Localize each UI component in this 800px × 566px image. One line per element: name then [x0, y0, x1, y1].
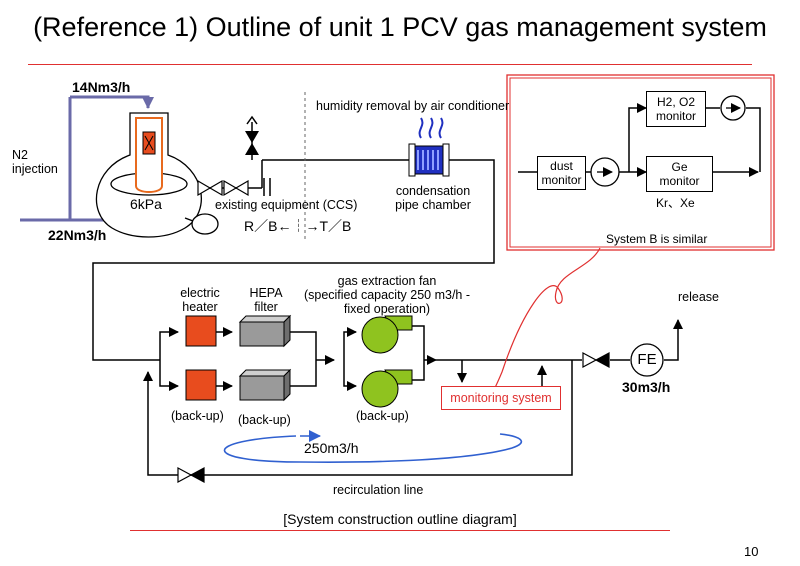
existing-equipment-label: existing equipment (CCS): [215, 198, 358, 212]
title-underline: [28, 64, 752, 65]
condensation-chamber: [408, 143, 450, 177]
recirculation-label: recirculation line: [333, 483, 424, 497]
callout-connector: [490, 247, 601, 397]
reactor-vessel: [95, 112, 219, 238]
monitoring-system-box: monitoring system: [441, 386, 561, 410]
diagram-caption: [System construction outline diagram]: [283, 511, 517, 527]
rb-tb-label: R／B←┆→T／B: [244, 218, 352, 234]
humidity-label: humidity removal by air conditioner: [316, 99, 510, 113]
kr-xe-label: Kr、Xe: [656, 196, 695, 210]
humidity-waves: [418, 117, 444, 139]
page-number: 10: [744, 544, 759, 559]
dust-monitor-box: dust monitor: [537, 156, 586, 190]
hepa-label: HEPA filter: [249, 286, 283, 314]
inset-frame-outer: [506, 74, 775, 251]
double-tick: [263, 178, 271, 196]
flow-30-label: 30m3/h: [622, 379, 671, 395]
gas-fan-label: gas extraction fan (specified capacity 2…: [303, 274, 471, 316]
fe-label: FE: [637, 351, 657, 368]
valve-ccs-2: [223, 179, 249, 197]
page-title: (Reference 1) Outline of unit 1 PCV gas …: [33, 12, 767, 42]
condensation-label: condensation pipe chamber: [395, 184, 471, 212]
valve-vertical: [245, 115, 259, 160]
hepa-filter-backup: [238, 368, 292, 402]
electric-heater-backup: [185, 369, 217, 401]
backup-heater-label: (back-up): [171, 409, 224, 423]
gas-extraction-fan-backup: [361, 369, 413, 408]
flow-element: [630, 343, 664, 377]
n2-flow-label: 14Nm3/h: [72, 79, 131, 95]
flow-250-label: 250m3/h: [304, 440, 359, 456]
flow-loop: [223, 433, 523, 463]
valve-ccs-1: [197, 179, 223, 197]
inset-frame-inner: [509, 77, 772, 248]
electric-heater: [185, 315, 217, 347]
release-label: release: [678, 290, 719, 304]
treatment-piping: [143, 319, 683, 476]
hepa-filter: [238, 314, 292, 348]
recirculation-valve: [177, 466, 205, 484]
release-valve: [582, 351, 610, 369]
backup-fan-label: (back-up): [356, 409, 409, 423]
ge-monitor-box: Ge monitor: [646, 156, 713, 192]
n2-injection-label: N2 injection: [12, 148, 58, 176]
flow-22-label: 22Nm3/h: [48, 227, 107, 243]
backup-hepa-label: (back-up): [238, 413, 291, 427]
caption-underline: [130, 530, 670, 531]
system-b-label: System B is similar: [606, 232, 708, 246]
h2-o2-monitor-box: H2, O2 monitor: [646, 91, 706, 127]
gas-extraction-fan: [361, 315, 413, 354]
electric-heater-label: electric heater: [180, 286, 220, 314]
pressure-label: 6kPa: [130, 196, 162, 212]
